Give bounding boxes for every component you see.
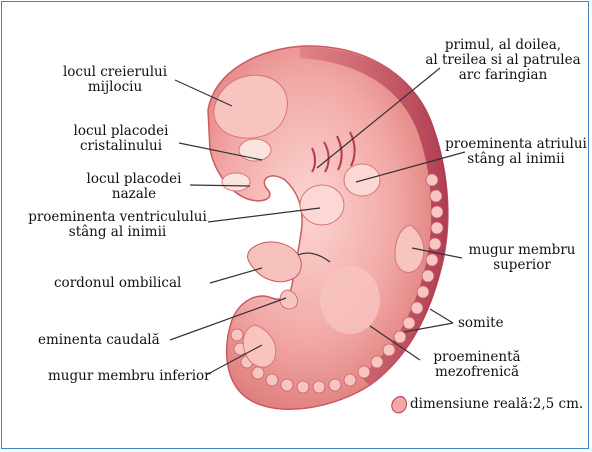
mesophrenic-shape — [320, 266, 380, 334]
ventricle-shape — [300, 185, 344, 225]
label-caudal-eminence: eminenta caudală — [38, 333, 160, 348]
label-scale: dimensiune reală:2,5 cm. — [410, 397, 583, 412]
nasal-placode-shape — [222, 173, 250, 191]
label-pharyngeal-arches: primul, al doilea,al treilea si al patru… — [418, 38, 588, 83]
umbilical-cord — [248, 242, 302, 282]
label-umbilical-cord: cordonul ombilical — [54, 276, 181, 291]
scale-embryo-icon — [392, 397, 407, 413]
label-somites: somite — [458, 316, 504, 331]
label-lower-limb: mugur membru inferior — [48, 369, 211, 384]
lens-placode-shape — [239, 139, 271, 161]
